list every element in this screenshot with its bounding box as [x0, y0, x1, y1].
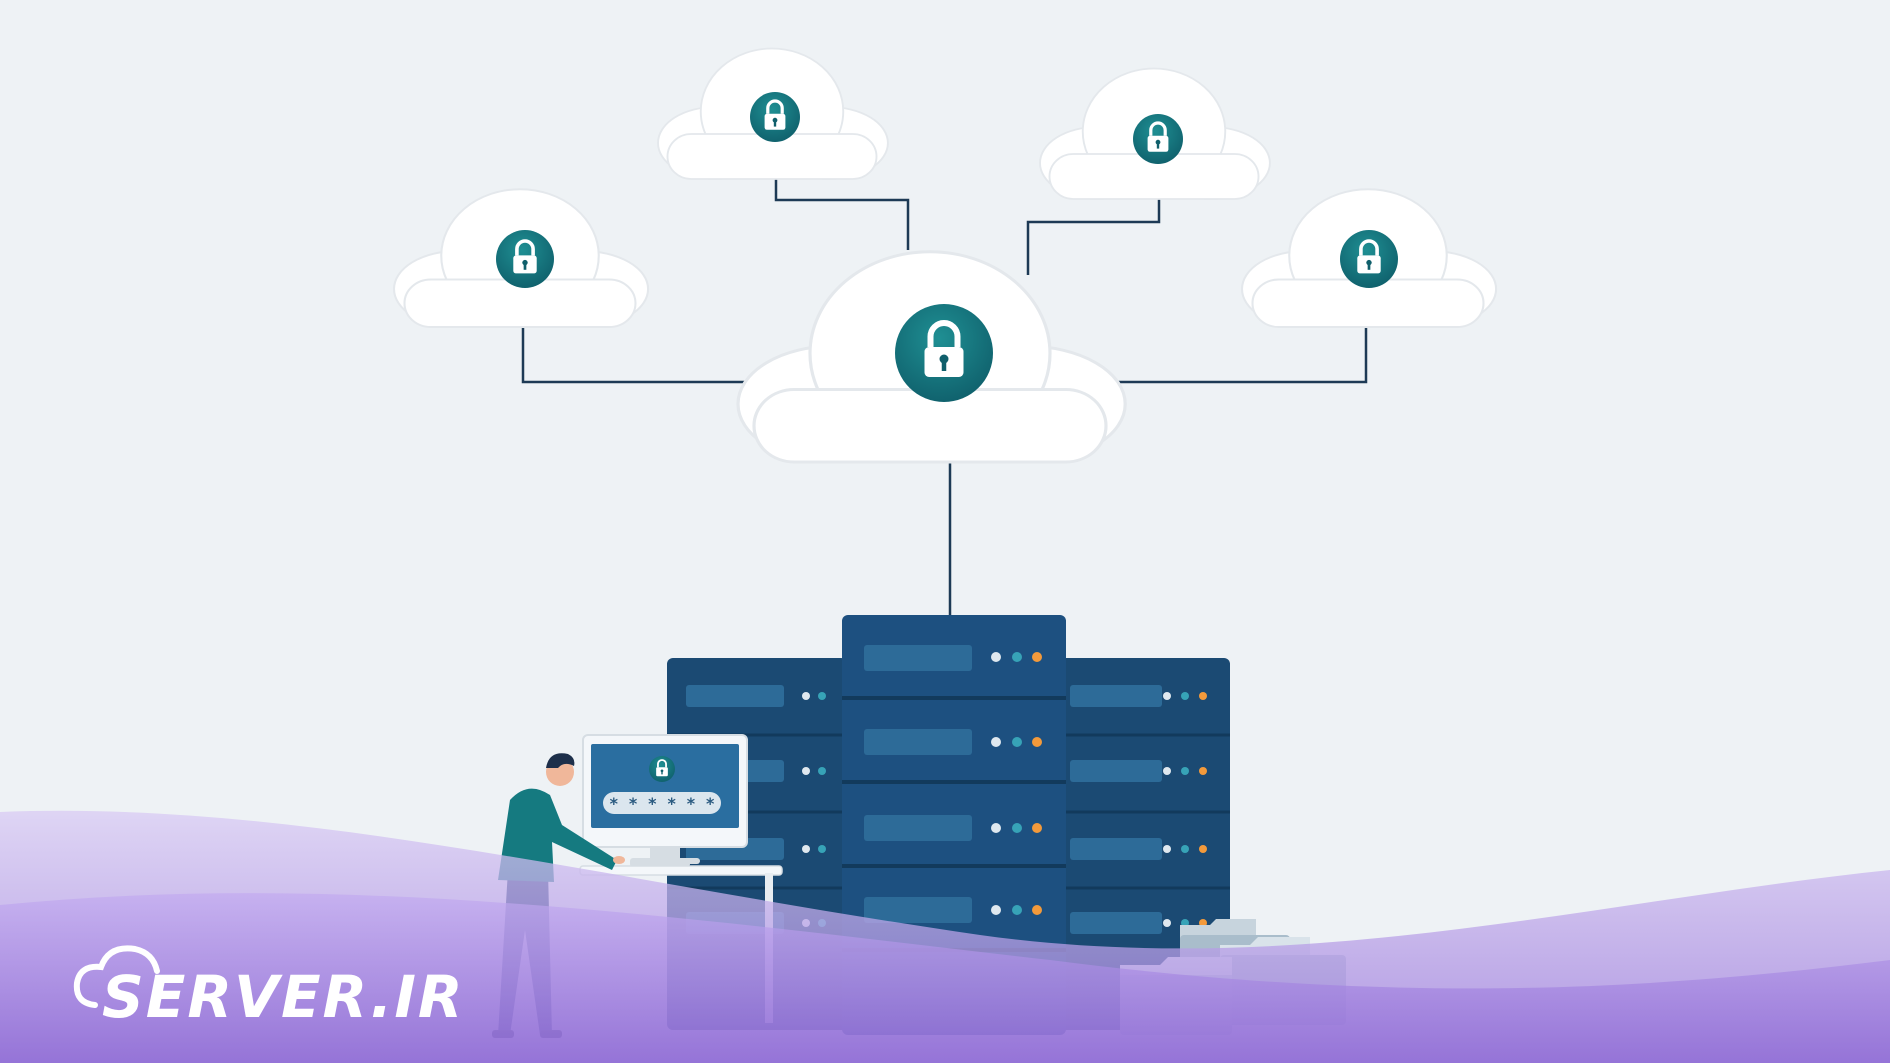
logo-cloud-icon	[73, 945, 160, 1008]
logo-text: SERVER.IR	[102, 963, 465, 1031]
server-logo: SERVER.IR	[73, 945, 465, 1031]
password-field: * * * * * *	[609, 794, 715, 813]
lock-icon-top-center-right	[1133, 114, 1183, 164]
lock-icon-top-left	[496, 230, 554, 288]
lock-icon-top-center-left	[750, 92, 800, 142]
wave-front	[0, 893, 1890, 1063]
network-lines	[521, 172, 1368, 620]
screen-lock-icon	[649, 756, 675, 782]
lock-icon-top-right	[1340, 230, 1398, 288]
monitor: * * * * * *	[582, 734, 748, 864]
lock-icon-main	[895, 304, 993, 402]
